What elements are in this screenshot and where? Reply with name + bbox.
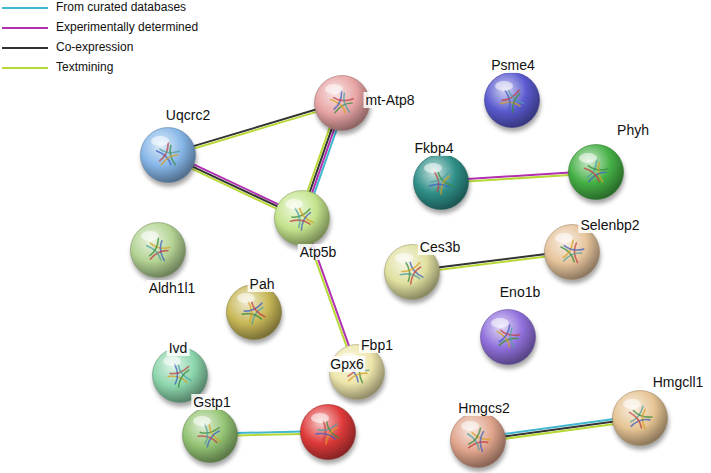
protein-sphere	[274, 190, 330, 246]
protein-label: mt-Atp8	[363, 92, 416, 108]
protein-sphere	[226, 284, 282, 340]
interaction-edge	[503, 419, 614, 439]
protein-sphere	[450, 412, 506, 468]
protein-node: Fkbp4	[413, 154, 469, 210]
protein-node: Selenbp2	[544, 224, 600, 280]
protein-node: Aldh1l1	[130, 222, 186, 278]
protein-label: Gstp1	[191, 394, 232, 410]
protein-sphere	[612, 390, 668, 446]
protein-label: Psme4	[489, 57, 537, 73]
legend-line-sample	[0, 21, 52, 35]
interaction-edge	[467, 173, 570, 182]
protein-label: Phyh	[615, 122, 651, 138]
protein-node: Gpx6	[300, 404, 356, 460]
protein-sphere	[484, 72, 540, 128]
protein-label: Selenbp2	[578, 217, 641, 233]
legend-line-sample	[0, 1, 52, 15]
protein-node: Atp5b	[274, 190, 330, 246]
interaction-edge	[191, 164, 280, 209]
protein-label: Atp5b	[298, 244, 339, 260]
protein-sphere	[300, 404, 356, 460]
protein-label: Hmgcs2	[456, 400, 511, 416]
protein-label: Ivd	[167, 340, 190, 356]
protein-label: Pah	[248, 276, 277, 292]
protein-label: Eno1b	[498, 284, 542, 300]
protein-label: Gpx6	[328, 356, 365, 372]
protein-label: Ces3b	[418, 239, 462, 255]
protein-node: Eno1b	[480, 309, 536, 365]
protein-sphere	[140, 127, 196, 183]
protein-node: Ces3b	[384, 244, 440, 300]
legend-line-sample	[0, 61, 52, 75]
protein-sphere	[182, 407, 238, 463]
protein-node: Hmgcll1	[612, 390, 668, 446]
protein-node: Uqcrc2	[140, 127, 196, 183]
legend-text: Experimentally determined	[56, 20, 198, 34]
protein-sphere	[413, 154, 469, 210]
interaction-edge	[236, 432, 302, 436]
protein-label: Hmgcll1	[651, 374, 706, 390]
protein-node: Gstp1	[182, 407, 238, 463]
interaction-edge	[307, 126, 337, 194]
protein-node: Phyh	[568, 144, 624, 200]
protein-node: Hmgcs2	[450, 412, 506, 468]
protein-node: Pah	[226, 284, 282, 340]
protein-label: Fkbp4	[413, 140, 456, 156]
legend-text: Textmining	[56, 60, 113, 74]
legend-text: Co-expression	[56, 40, 133, 54]
protein-node: Fbp1	[329, 344, 385, 400]
legend-line-sample	[0, 41, 52, 55]
protein-node: Psme4	[484, 72, 540, 128]
protein-sphere	[130, 222, 186, 278]
protein-label: Aldh1l1	[147, 280, 198, 296]
protein-sphere	[568, 144, 624, 200]
protein-label: Fbp1	[359, 337, 395, 353]
protein-sphere	[480, 309, 536, 365]
interaction-edge	[438, 254, 547, 270]
protein-sphere	[314, 75, 370, 131]
protein-node: mt-Atp8	[314, 75, 370, 131]
protein-label: Uqcrc2	[164, 107, 212, 123]
legend-text: From curated databases	[56, 0, 186, 14]
